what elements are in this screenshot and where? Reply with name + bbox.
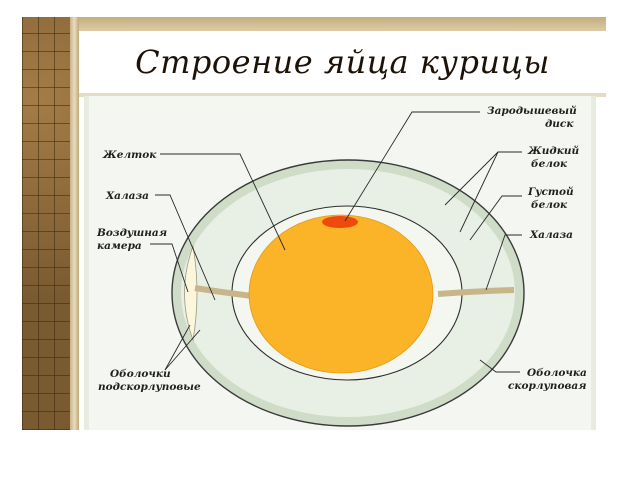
label-membranes-2: подскорлуповые: [98, 381, 201, 393]
yolk: [248, 214, 434, 374]
decorative-top-band: [79, 17, 606, 31]
decorative-side-strip: [22, 17, 70, 430]
label-germ-disc-1: Зародышевый: [487, 104, 577, 117]
label-shell-membrane-1: Оболочка: [527, 367, 587, 379]
title-box: Строение яйца курицы: [79, 31, 606, 97]
germinal-disc: [322, 216, 358, 228]
label-membranes-1: Оболочки: [110, 368, 171, 380]
label-chalaza-left: Халаза: [105, 190, 149, 202]
label-yolk: Желток: [102, 149, 157, 161]
label-air-cell-1: Воздушная: [96, 227, 167, 239]
label-chalaza-right: Халаза: [529, 229, 573, 241]
decorative-divider: [70, 17, 79, 430]
label-thin-albumen-2: белок: [531, 158, 568, 170]
label-thick-albumen-2: белок: [531, 199, 568, 211]
chalaza-left: [194, 285, 253, 299]
air-cell: [184, 244, 198, 342]
chalaza-right: [437, 287, 515, 297]
leader-lines: [150, 111, 522, 373]
label-germ-disc-2: диск: [545, 118, 574, 130]
label-air-cell-2: камера: [97, 240, 142, 252]
label-thin-albumen-1: Жидкий: [527, 144, 579, 157]
label-shell-membrane-2: скорлуповая: [508, 380, 587, 392]
slide-title: Строение яйца курицы: [135, 43, 550, 81]
label-thick-albumen-1: Густой: [527, 185, 574, 198]
